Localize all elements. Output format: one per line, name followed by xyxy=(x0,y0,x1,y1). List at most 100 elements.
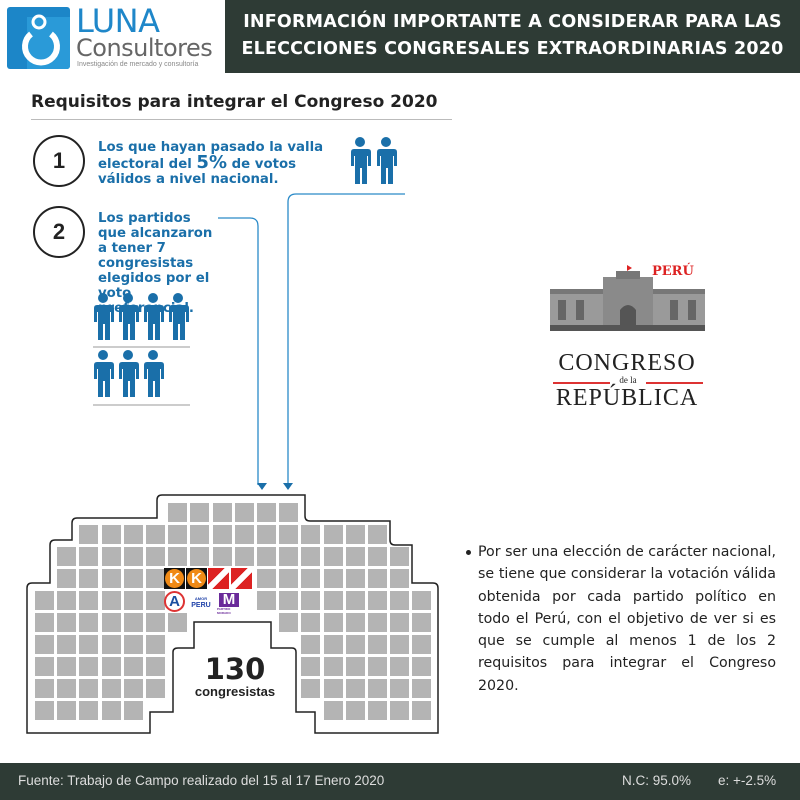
seat xyxy=(123,657,143,676)
morado-letter: M xyxy=(219,592,239,607)
seat xyxy=(190,503,210,522)
seat xyxy=(301,613,321,632)
seat xyxy=(345,657,365,676)
seat xyxy=(345,701,365,720)
person-icon xyxy=(119,293,139,340)
brand-tagline: Investigación de mercado y consultoría xyxy=(77,61,199,68)
seat xyxy=(345,679,365,698)
seat xyxy=(79,635,99,654)
seat xyxy=(368,547,387,566)
seat xyxy=(301,591,321,610)
seat xyxy=(368,679,387,698)
seat xyxy=(390,569,410,588)
seat xyxy=(190,525,210,544)
seat xyxy=(79,679,99,698)
seat xyxy=(345,525,365,544)
seat xyxy=(101,591,121,610)
seat xyxy=(323,635,343,654)
header-title: INFORMACIÓN IMPORTANTE A CONSIDERAR PARA… xyxy=(225,0,800,73)
footer-error: e: +-2.5% xyxy=(718,773,777,788)
seat xyxy=(345,547,365,566)
seat xyxy=(79,591,99,610)
header-line-1: INFORMACIÓN IMPORTANTE A CONSIDERAR PARA… xyxy=(243,12,782,32)
seat xyxy=(368,591,387,610)
seat xyxy=(279,569,299,588)
seat xyxy=(79,525,99,544)
note-bullet: Por ser una elección de carácter naciona… xyxy=(466,541,776,697)
footer-source: Fuente: Trabajo de Campo realizado del 1… xyxy=(18,773,385,788)
seat xyxy=(368,635,387,654)
seat xyxy=(123,591,143,610)
seat xyxy=(146,679,165,698)
seat xyxy=(257,547,276,566)
seat xyxy=(123,547,143,566)
divider xyxy=(31,119,452,120)
seat xyxy=(279,547,299,566)
seat xyxy=(390,635,410,654)
footer: Fuente: Trabajo de Campo realizado del 1… xyxy=(0,763,800,800)
seat xyxy=(57,701,77,720)
seat xyxy=(146,547,165,566)
requirements-title: Requisitos para integrar el Congreso 202… xyxy=(31,92,438,112)
seat xyxy=(212,503,232,522)
seat xyxy=(79,569,99,588)
header-line-2: ELECCCIONES CONGRESALES EXTRAORDINARIAS … xyxy=(241,39,784,59)
seat xyxy=(323,569,343,588)
seat xyxy=(79,547,99,566)
req1-pre: Los que hayan pasado la valla electoral … xyxy=(98,140,324,172)
hemicycle-outline xyxy=(26,494,439,734)
luna-logo-icon xyxy=(7,7,70,69)
seat xyxy=(123,525,143,544)
seat xyxy=(35,657,54,676)
seat xyxy=(168,547,188,566)
person-icon xyxy=(144,350,164,397)
seat xyxy=(301,657,321,676)
number-circle-1: 1 xyxy=(33,135,85,187)
amor-text: AMOR xyxy=(194,595,208,601)
total-seats-label: congresistas xyxy=(194,684,276,699)
footer-confidence: N.C: 95.0% xyxy=(622,773,692,788)
seat xyxy=(390,613,410,632)
seat xyxy=(390,547,410,566)
fp-letter: K xyxy=(165,569,184,588)
seat xyxy=(412,613,432,632)
person-icon xyxy=(94,293,114,340)
seat xyxy=(301,525,321,544)
seat xyxy=(101,547,121,566)
seat xyxy=(79,701,99,720)
seat xyxy=(412,701,432,720)
seat xyxy=(323,657,343,676)
seat xyxy=(123,679,143,698)
seat xyxy=(323,591,343,610)
seat xyxy=(35,701,54,720)
seat xyxy=(101,613,121,632)
seat xyxy=(57,613,77,632)
party-seat-accion-popular: A xyxy=(164,591,185,612)
seat xyxy=(101,635,121,654)
seat xyxy=(79,613,99,632)
seat xyxy=(57,569,77,588)
seat xyxy=(101,525,121,544)
party-seat-somos-peru xyxy=(231,568,252,589)
seat xyxy=(412,679,432,698)
person-icon xyxy=(169,293,189,340)
seat xyxy=(168,503,188,522)
seat xyxy=(345,635,365,654)
seat xyxy=(101,679,121,698)
seat xyxy=(123,613,143,632)
person-icon xyxy=(377,137,397,184)
seat xyxy=(57,635,77,654)
seat xyxy=(257,525,276,544)
seat xyxy=(345,569,365,588)
seat xyxy=(101,701,121,720)
seat xyxy=(301,635,321,654)
seat xyxy=(390,591,410,610)
seat xyxy=(390,657,410,676)
total-seats: 130 xyxy=(204,652,266,686)
seat xyxy=(323,525,343,544)
morado-text: PARTIDO MORADO xyxy=(217,606,231,615)
party-seat-fuerza-popular: K xyxy=(186,568,207,589)
seat xyxy=(412,591,432,610)
brand-sub: Consultores xyxy=(76,34,213,62)
seat xyxy=(323,613,343,632)
